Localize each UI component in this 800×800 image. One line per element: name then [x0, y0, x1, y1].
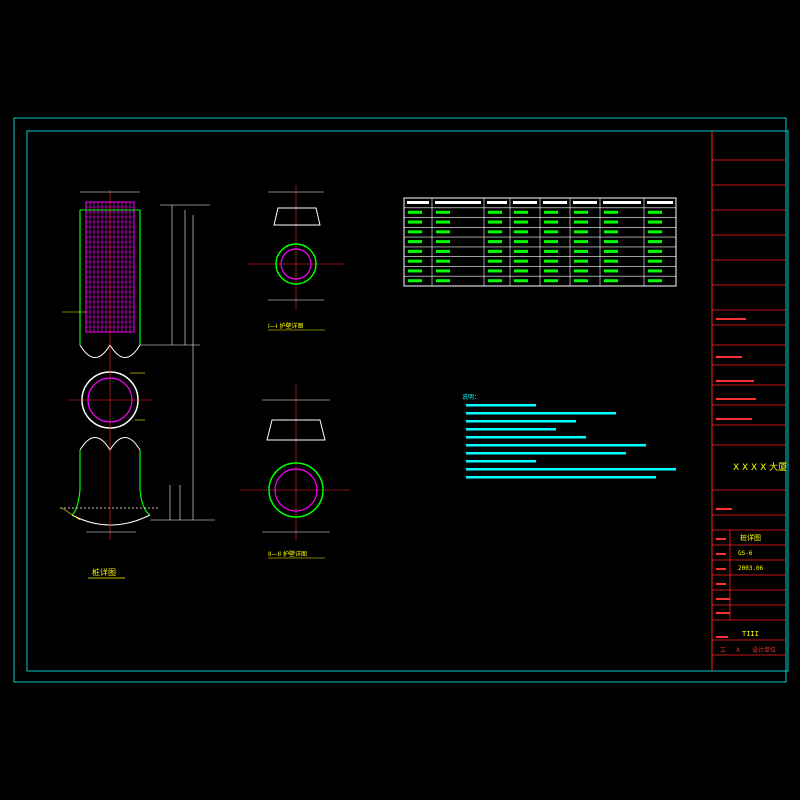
drawing-scale: TIII: [742, 630, 759, 638]
top-section-label: I—I 护壁详图: [268, 322, 303, 330]
project-title: X X X X 大厦: [733, 461, 787, 473]
main-view-label: 桩详图: [92, 567, 116, 577]
notes-title: 说明：: [462, 393, 480, 401]
outer-border: [13, 117, 787, 683]
pile-schedule-table: [403, 197, 677, 287]
drawing-number: GS-6: [738, 550, 753, 557]
bottom-section-label: II—II 护壁详图: [268, 550, 307, 558]
footer-mid: X: [736, 647, 740, 654]
pile-elevation: 桩详图: [60, 190, 215, 579]
footer-unit: 设计单位: [752, 646, 776, 654]
drawing-name: 桩详图: [740, 533, 761, 542]
drawing-date: 2003.06: [738, 565, 764, 572]
footer-left: 工: [720, 647, 726, 654]
title-block: X X X X 大厦 桩详图 GS-6 2003.06 TIII 工 X 设计单…: [711, 131, 787, 671]
notes-block: 说明：: [462, 393, 676, 479]
inner-border: [26, 130, 789, 672]
section-detail-bottom: II—II 护壁详图: [240, 385, 350, 559]
section-detail-top: I—I 护壁详图: [248, 185, 345, 331]
